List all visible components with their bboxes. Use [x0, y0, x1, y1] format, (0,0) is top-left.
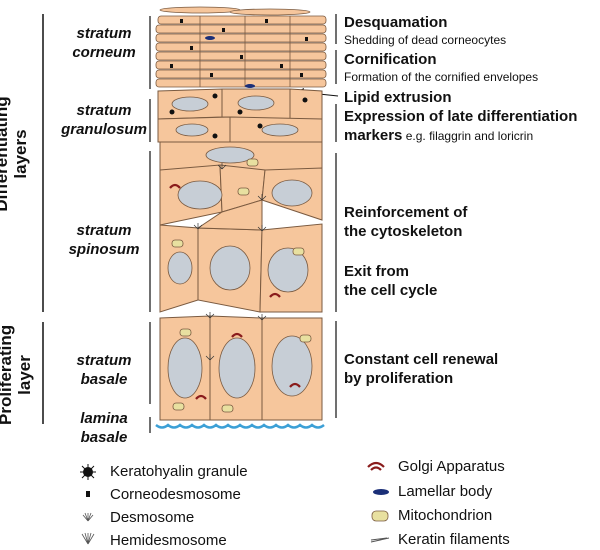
renewal-line2: by proliferation — [344, 370, 454, 387]
spinosum-nuclei — [167, 146, 313, 293]
cornification-subtitle: Formation of the cornified envelopes — [344, 70, 539, 84]
proliferating-label-line1: Proliferating — [0, 324, 15, 425]
exit-cell-cycle-line1: Exit from — [344, 263, 410, 280]
stratum-spinosum-label: stratum spinosum — [68, 222, 140, 258]
legend-golgi-apparatus: Golgi Apparatus — [398, 458, 505, 475]
corneum-cells — [155, 6, 327, 88]
differentiating-layers-label: Differentiating layers — [0, 84, 32, 224]
renewal-line1: Constant cell renewal — [344, 351, 499, 368]
corneodesmosome-icon — [86, 491, 90, 497]
legend-mitochondrion: Mitochondrion — [398, 507, 493, 524]
golgi-apparatus — [169, 183, 301, 400]
desmosome-icon — [82, 512, 94, 522]
stratum-basale-label: stratum basale — [76, 352, 132, 388]
differentiating-label-line2: layers — [11, 129, 30, 179]
lamina-basale-membrane — [155, 423, 325, 429]
mitochondria — [171, 158, 312, 413]
keratohyalin-granules — [169, 93, 308, 139]
stratum-corneum-label: stratum corneum — [72, 25, 136, 61]
stratum-granulosum-label: stratum granulosum — [61, 102, 147, 138]
reinforcement-line1: Reinforcement of — [344, 204, 468, 221]
keratin-filaments-icon — [370, 537, 390, 543]
lipid-extrusion-title: Lipid extrusion — [344, 89, 452, 106]
legend-lamellar-body: Lamellar body — [398, 483, 493, 500]
differentiating-label-line1: Differentiating — [0, 96, 11, 212]
cornification-title: Cornification — [344, 51, 437, 68]
legend-corneodesmosome: Corneodesmosome — [110, 486, 241, 503]
legend-keratohyalin-granule: Keratohyalin granule — [110, 463, 248, 480]
mitochondrion-icon — [371, 510, 389, 522]
expression-title-line2: markers e.g. filaggrin and loricrin — [344, 126, 533, 146]
legend-keratin-filaments: Keratin filaments — [398, 531, 510, 548]
desquamation-title: Desquamation — [344, 14, 448, 31]
keratohyalin-granule-icon — [80, 464, 96, 480]
proliferating-layer-label: Proliferating layer — [0, 325, 36, 425]
lamina-basale-label: lamina basale — [80, 410, 128, 446]
lamellar-body-icon — [373, 489, 389, 495]
proliferating-label-line2: layer — [15, 355, 34, 395]
expression-example: e.g. filaggrin and loricrin — [402, 129, 534, 143]
granulosum-nuclei — [171, 95, 299, 137]
desquamation-subtitle: Shedding of dead corneocytes — [344, 33, 507, 47]
expression-title-line1: Expression of late differentiation — [344, 108, 578, 125]
golgi-apparatus-icon — [367, 461, 385, 471]
corneodesmosomes — [170, 19, 308, 77]
legend-hemidesmosome: Hemidesmosome — [110, 532, 227, 549]
desmosomes — [193, 163, 267, 361]
legend-desmosome: Desmosome — [110, 509, 195, 526]
basale-nuclei — [167, 335, 313, 399]
reinforcement-line2: the cytoskeleton — [344, 223, 463, 240]
exit-cell-cycle-line2: the cell cycle — [344, 282, 438, 299]
expression-markers-word: markers — [344, 127, 403, 144]
hemidesmosome-icon — [81, 532, 95, 545]
